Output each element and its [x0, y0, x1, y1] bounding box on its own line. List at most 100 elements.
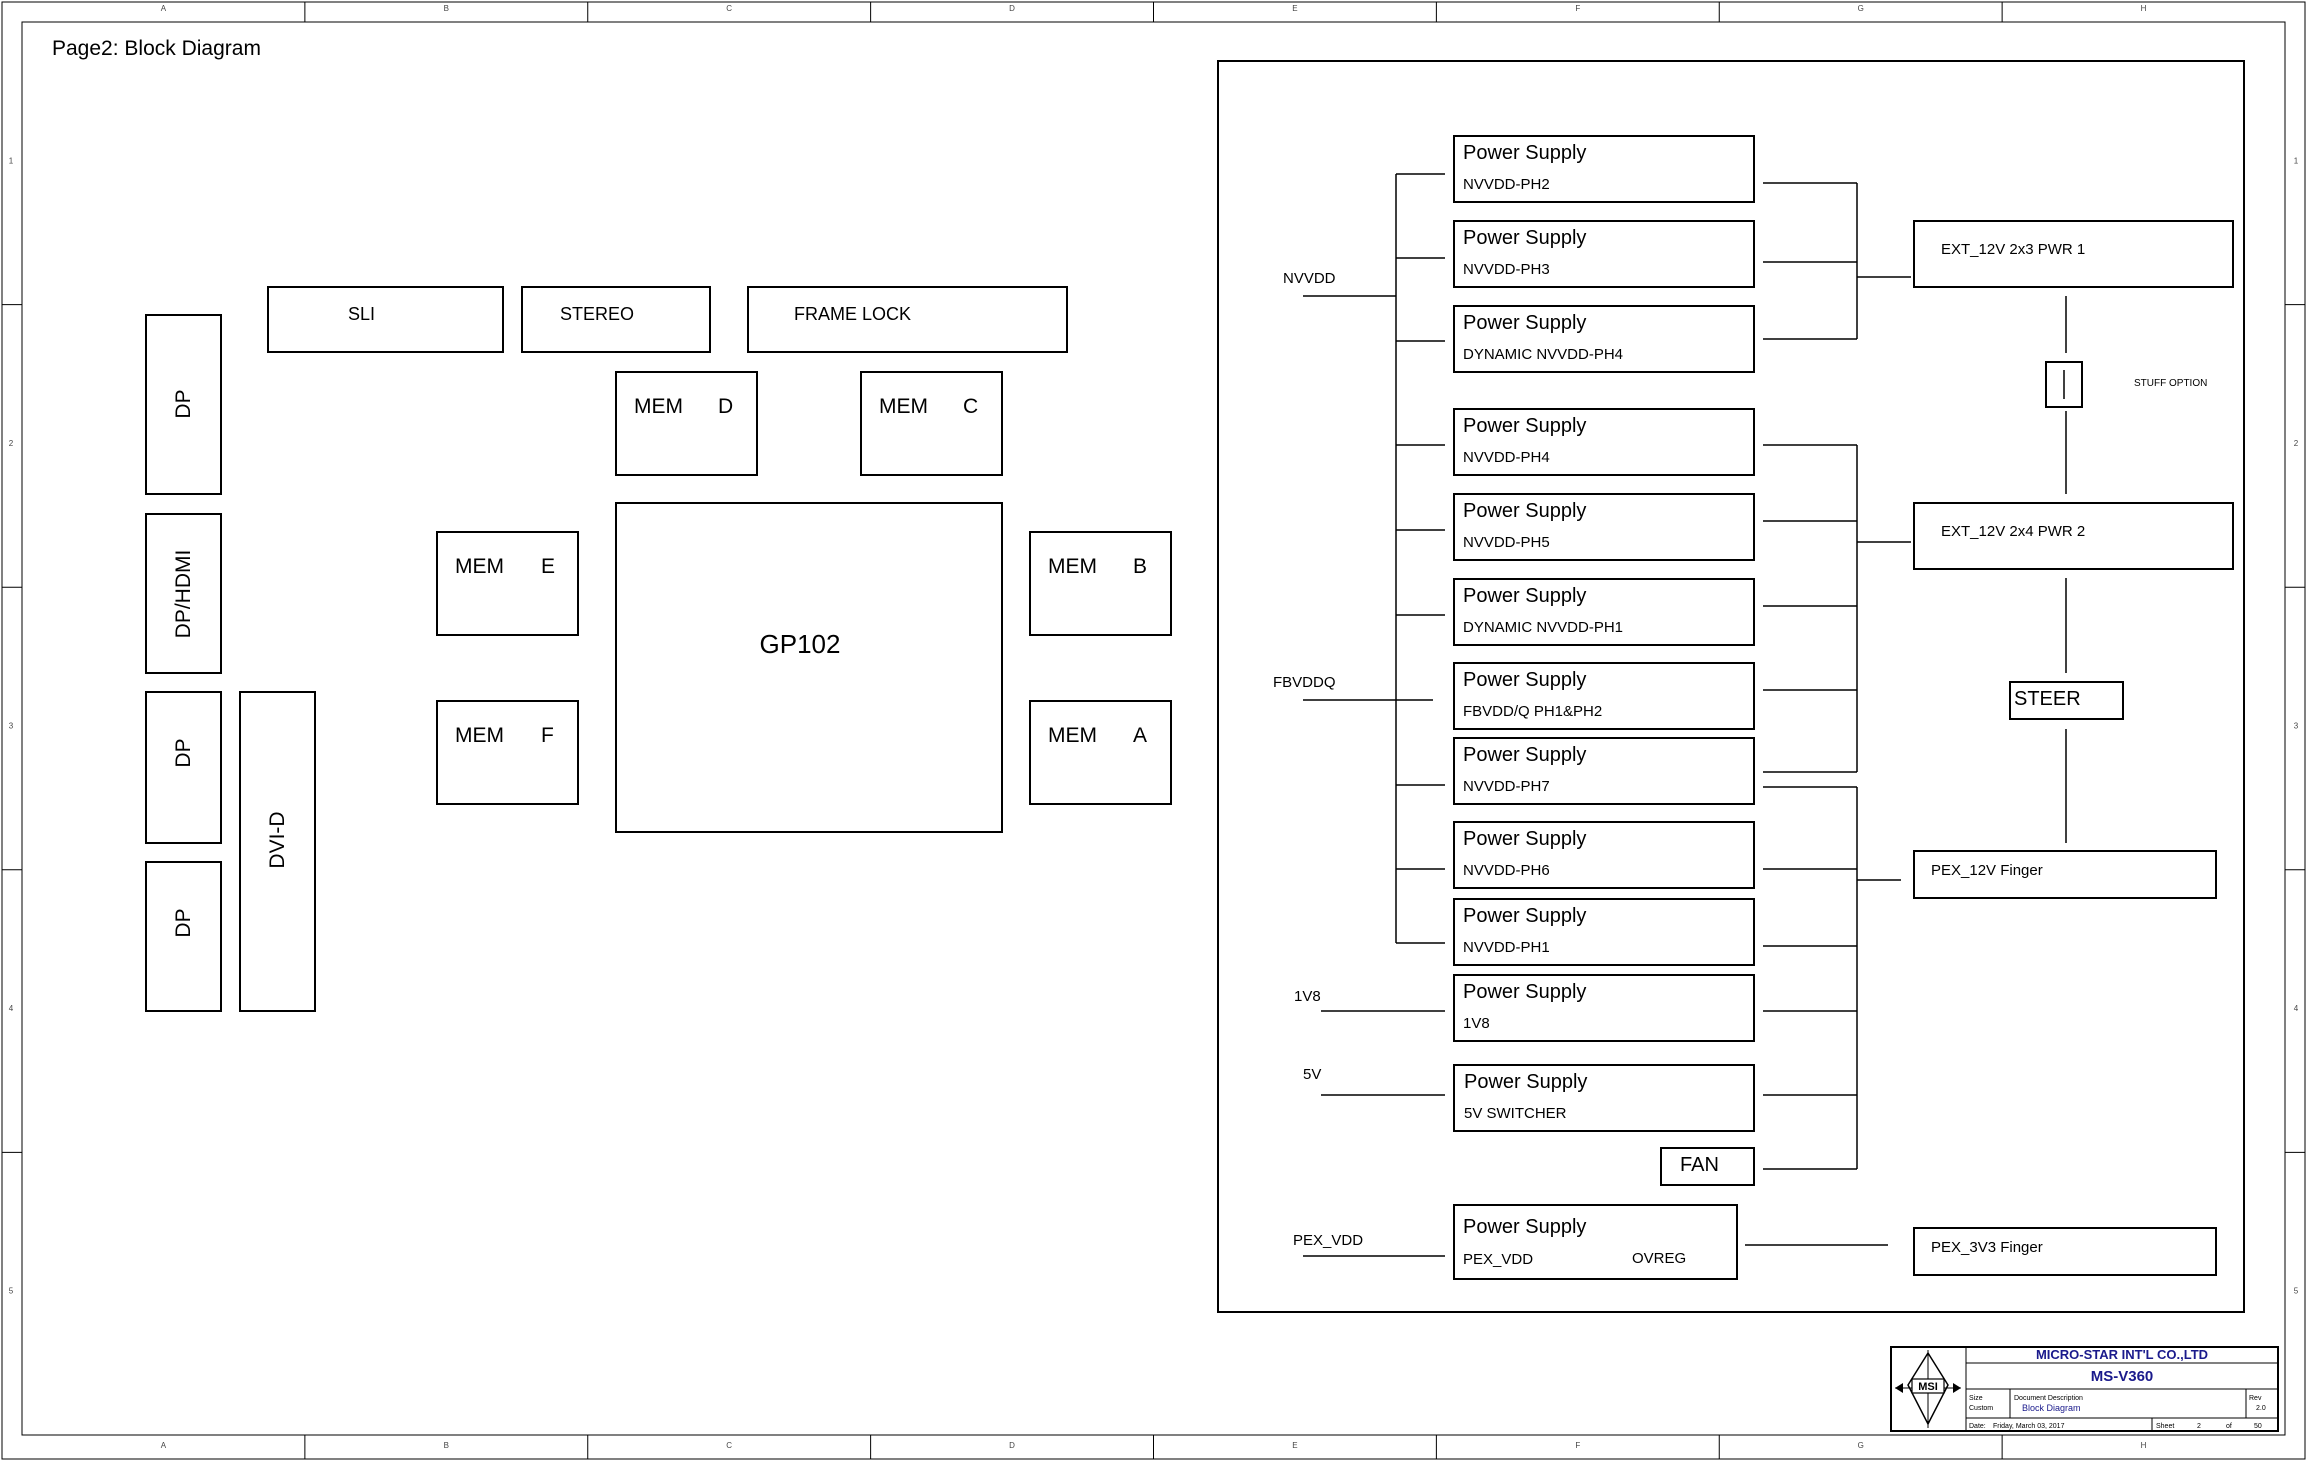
- pex-12v-finger-label: PEX_12V Finger: [1931, 862, 2043, 879]
- grid-label: D: [1009, 4, 1015, 13]
- ps-sub: PEX_VDD: [1463, 1251, 1533, 1268]
- sli-block: [267, 286, 504, 353]
- sheet-label: Sheet: [2156, 1423, 2174, 1430]
- stuff-option-label: STUFF OPTION: [2134, 378, 2207, 389]
- rail-1v8-label: 1V8: [1294, 988, 1321, 1005]
- mem-a-block: [1029, 700, 1172, 805]
- grid-label: A: [161, 4, 167, 13]
- power-supply-nvvdd-ph1: Power Supply NVVDD-PH1: [1453, 898, 1755, 966]
- power-supply-dynamic-nvvdd-ph1: Power Supply DYNAMIC NVVDD-PH1: [1453, 578, 1755, 646]
- output-wiring: [1745, 182, 2067, 1246]
- size-label: Size: [1969, 1395, 1983, 1402]
- ext-12v-pwr2-label: EXT_12V 2x4 PWR 2: [1941, 523, 2085, 540]
- gpu-label: GP102: [760, 629, 841, 659]
- power-supply-pex-vdd: Power Supply PEX_VDD OVREG: [1453, 1204, 1738, 1280]
- of-value: 50: [2254, 1423, 2262, 1430]
- rail-5v-label: 5V: [1303, 1066, 1321, 1083]
- sli-label: SLI: [348, 304, 375, 324]
- mem-d-id: D: [718, 395, 733, 418]
- ps-title: Power Supply: [1464, 1071, 1587, 1093]
- mem-c-id: C: [963, 395, 978, 418]
- ps-title: Power Supply: [1463, 415, 1586, 437]
- mem-b-block: [1029, 531, 1172, 636]
- dp-connector-2-label: DP: [172, 738, 195, 767]
- ps-sub: NVVDD-PH2: [1463, 176, 1550, 193]
- ext-12v-pwr2-block: [1913, 502, 2234, 570]
- mem-f-id: F: [541, 724, 554, 747]
- power-supply-nvvdd-ph7: Power Supply NVVDD-PH7: [1453, 737, 1755, 805]
- ps-sub: DYNAMIC NVVDD-PH1: [1463, 619, 1623, 636]
- grid-label: G: [1858, 1441, 1864, 1450]
- of-label: of: [2226, 1423, 2232, 1430]
- steer-block: [2009, 681, 2124, 720]
- dp-hdmi-connector: [145, 513, 222, 674]
- ps-title: Power Supply: [1463, 981, 1586, 1003]
- grid-label: B: [444, 1441, 449, 1450]
- dvi-d-connector-label: DVI-D: [266, 811, 289, 868]
- mem-f-name: MEM: [455, 724, 504, 747]
- ps-sub: NVVDD-PH5: [1463, 534, 1550, 551]
- ps-title: Power Supply: [1463, 744, 1586, 766]
- ps-sub: NVVDD-PH7: [1463, 778, 1550, 795]
- grid-label: H: [2141, 1441, 2147, 1450]
- ps-sub: DYNAMIC NVVDD-PH4: [1463, 346, 1623, 363]
- grid-label: F: [1575, 1441, 1580, 1450]
- grid-label: 5: [2294, 1287, 2299, 1296]
- power-supply-nvvdd-ph3: Power Supply NVVDD-PH3: [1453, 220, 1755, 288]
- rail-nvvdd-label: NVVDD: [1283, 270, 1336, 287]
- power-supply-5v-switcher: Power Supply 5V SWITCHER: [1453, 1064, 1755, 1132]
- rail-wiring: [1303, 173, 1445, 1257]
- mem-e-block: [436, 531, 579, 636]
- power-supply-nvvdd-ph2: Power Supply NVVDD-PH2: [1453, 135, 1755, 203]
- dp-connector-3-label: DP: [172, 908, 195, 937]
- mem-d-name: MEM: [634, 395, 683, 418]
- ps-sub: NVVDD-PH1: [1463, 939, 1550, 956]
- mem-c-name: MEM: [879, 395, 928, 418]
- power-supply-nvvdd-ph5: Power Supply NVVDD-PH5: [1453, 493, 1755, 561]
- fan-block: [1660, 1147, 1755, 1186]
- pex-3v3-finger-label: PEX_3V3 Finger: [1931, 1239, 2043, 1256]
- stereo-block: [521, 286, 711, 353]
- grid-label: G: [1858, 4, 1864, 13]
- page-title: Page2: Block Diagram: [52, 37, 261, 60]
- grid-label: 4: [2294, 1004, 2299, 1013]
- size-value: Custom: [1969, 1405, 1993, 1412]
- dp-connector-3: [145, 861, 222, 1012]
- grid-label: C: [726, 1441, 732, 1450]
- pex-12v-finger-block: [1913, 850, 2217, 899]
- dp-connector-1-label: DP: [172, 389, 195, 418]
- ps-extra: OVREG: [1632, 1250, 1686, 1267]
- grid-label: 3: [2294, 722, 2299, 731]
- grid-label: A: [161, 1441, 167, 1450]
- msi-logo-text: MSI: [1918, 1381, 1938, 1393]
- mem-a-id: A: [1133, 724, 1147, 747]
- grid-label: 2: [9, 439, 14, 448]
- grid-label: E: [1292, 1441, 1297, 1450]
- ps-sub: NVVDD-PH4: [1463, 449, 1550, 466]
- grid-label: 1: [9, 156, 14, 165]
- ps-sub: NVVDD-PH3: [1463, 261, 1550, 278]
- mem-c-block: [860, 371, 1003, 476]
- model-number: MS-V360: [2091, 1368, 2154, 1385]
- grid-label: H: [2141, 4, 2147, 13]
- mem-e-name: MEM: [455, 555, 504, 578]
- date-label: Date:: [1969, 1423, 1986, 1430]
- power-supply-list: Power Supply NVVDD-PH2 Power Supply NVVD…: [1453, 135, 1755, 1280]
- ps-title: Power Supply: [1463, 585, 1586, 607]
- ps-sub: 5V SWITCHER: [1464, 1105, 1567, 1122]
- grid-label: 2: [2294, 439, 2299, 448]
- power-supply-nvvdd-ph6: Power Supply NVVDD-PH6: [1453, 821, 1755, 889]
- mem-f-block: [436, 700, 579, 805]
- grid-label: 3: [9, 722, 14, 731]
- ps-sub: FBVDD/Q PH1&PH2: [1463, 703, 1602, 720]
- ps-sub: 1V8: [1463, 1015, 1490, 1032]
- rev-label: Rev: [2249, 1395, 2262, 1402]
- dp-hdmi-connector-label: DP/HDMI: [172, 550, 195, 639]
- ext-12v-pwr1-label: EXT_12V 2x3 PWR 1: [1941, 241, 2085, 258]
- company-name: MICRO-STAR INT'L CO.,LTD: [2036, 1347, 2208, 1362]
- sheet-value: 2: [2197, 1423, 2201, 1430]
- power-supply-1v8: Power Supply 1V8: [1453, 974, 1755, 1042]
